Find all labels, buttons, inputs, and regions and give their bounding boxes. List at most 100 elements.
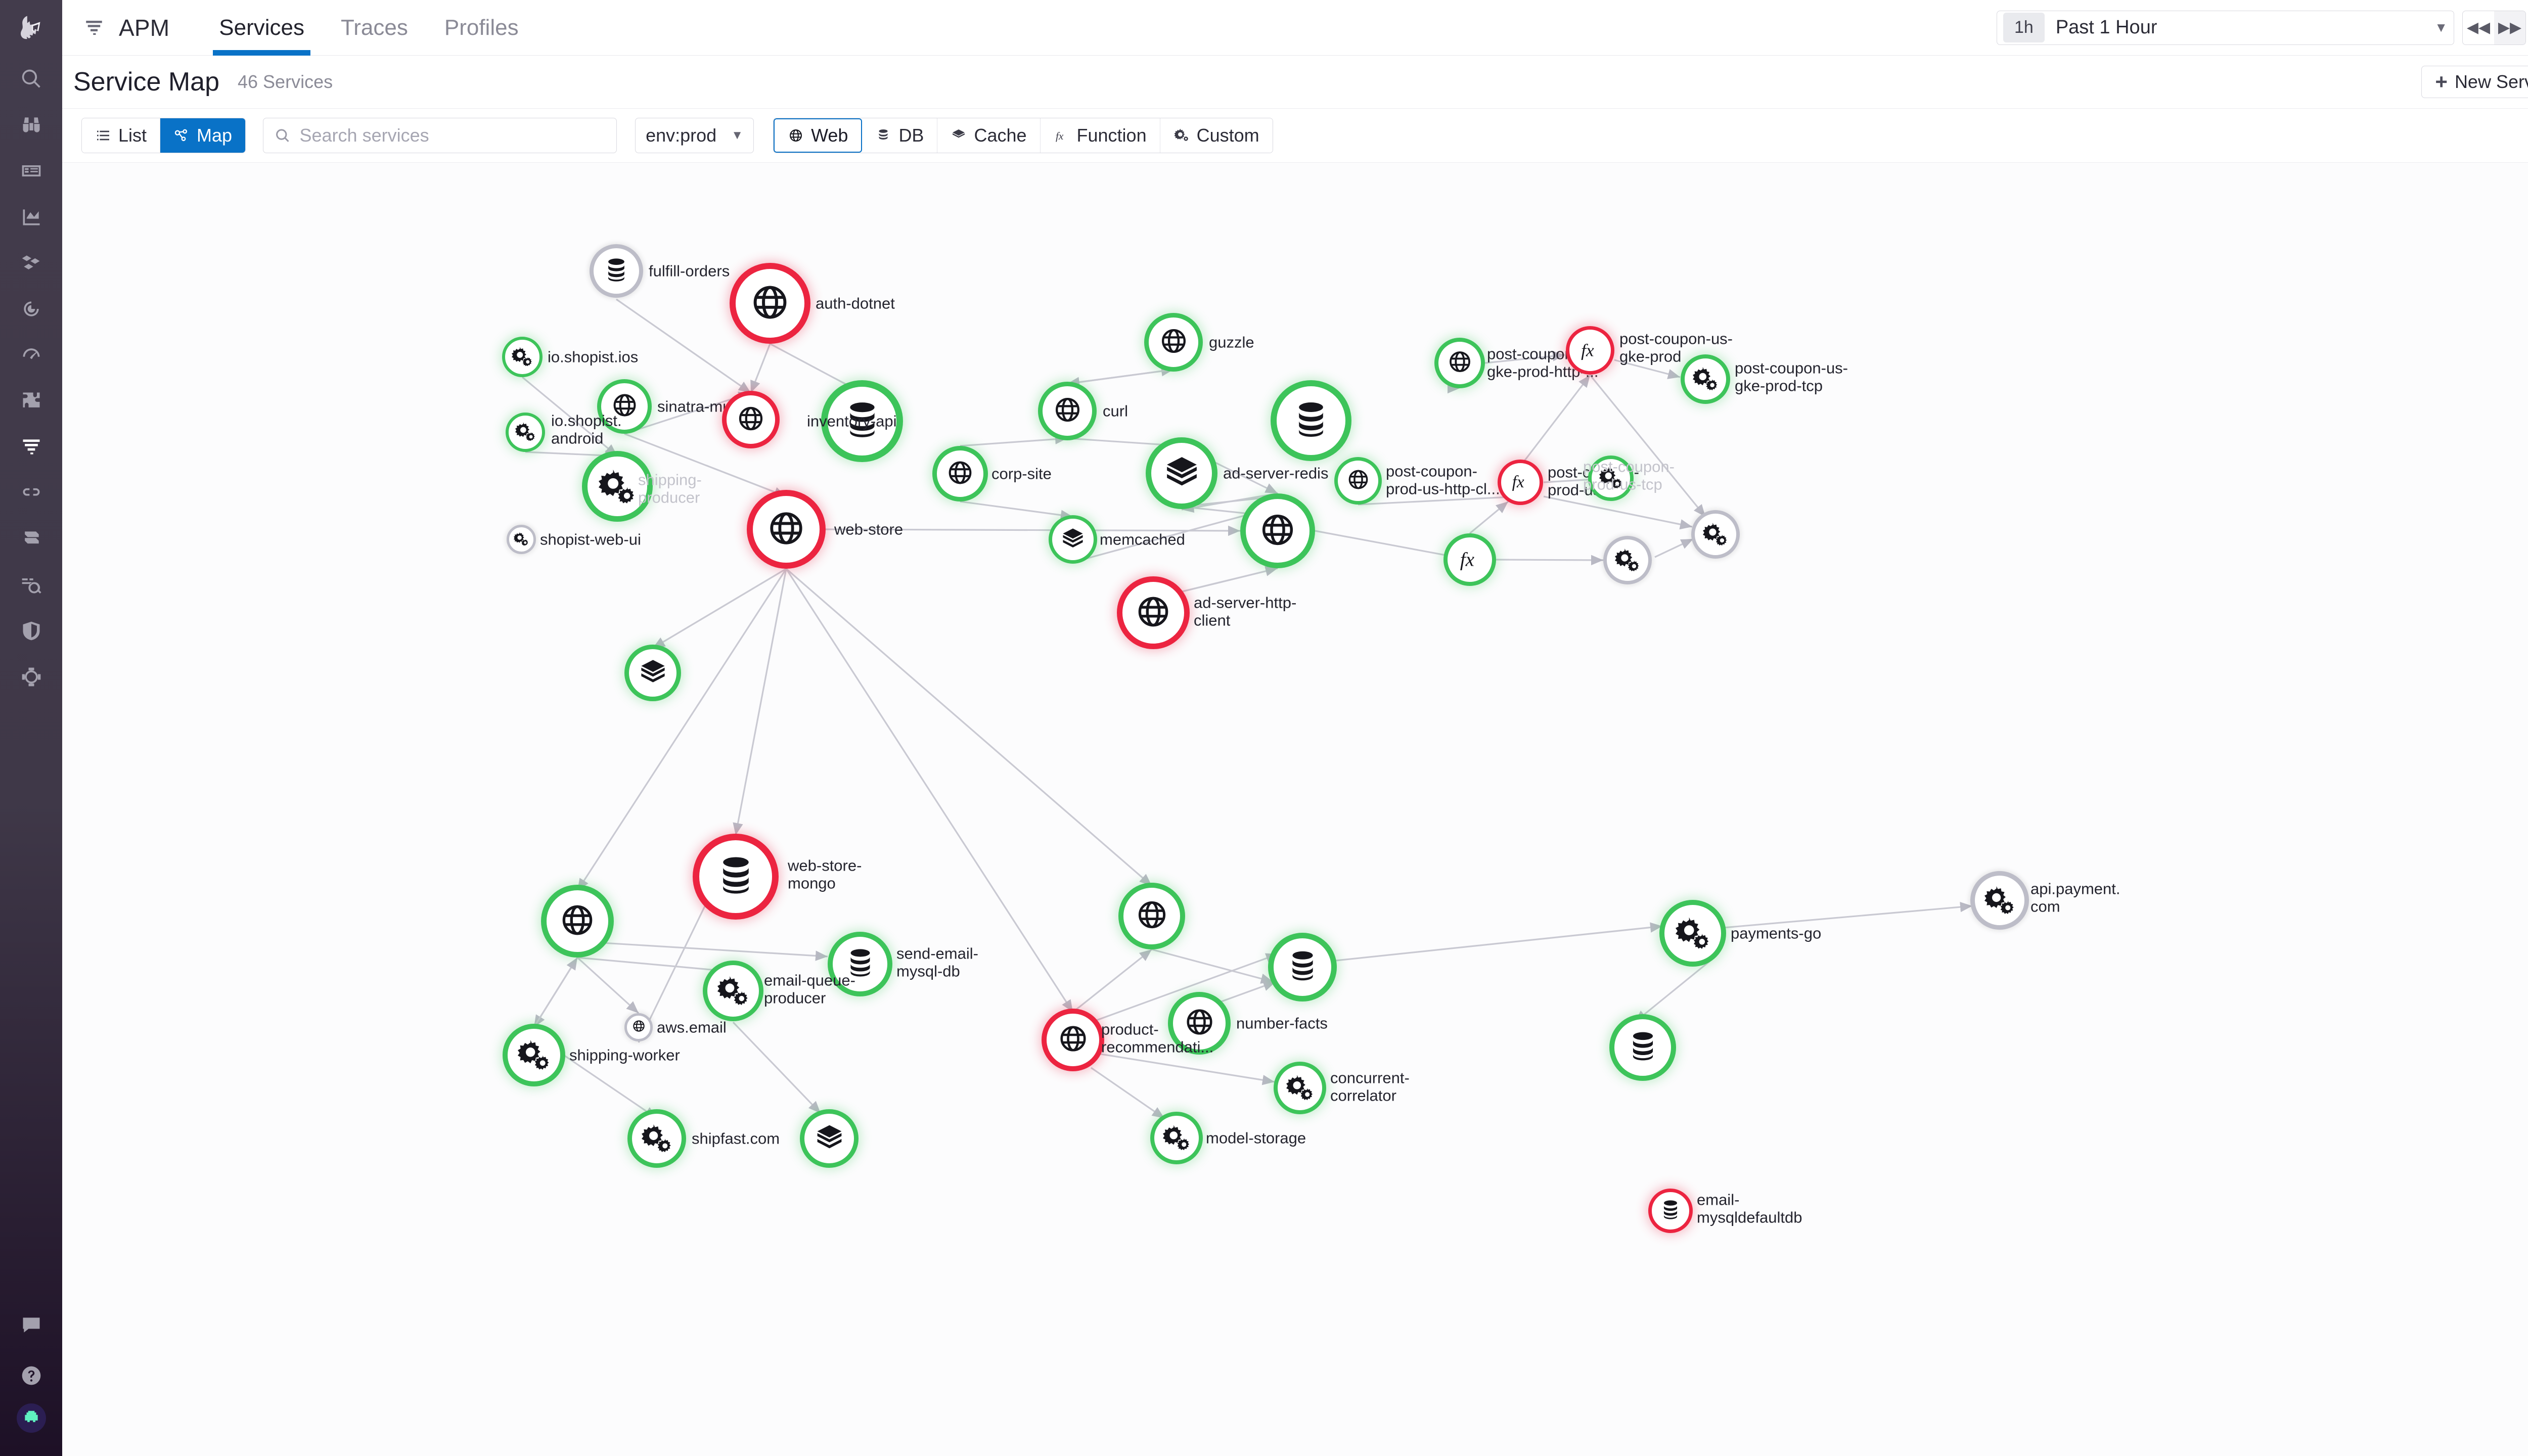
search-input[interactable] <box>299 125 606 146</box>
synthetics-icon[interactable] <box>0 562 62 608</box>
service-node-pc-us-gke-prod[interactable]: fx <box>1566 326 1614 375</box>
service-node-gear-node-a[interactable] <box>1603 536 1652 584</box>
search-services-box[interactable] <box>263 118 617 153</box>
service-edge <box>1091 953 1279 1023</box>
time-next-button[interactable]: ▶▶ <box>2494 11 2525 44</box>
service-edge <box>576 957 640 1014</box>
lambda-icon[interactable] <box>0 286 62 332</box>
help-icon[interactable] <box>0 1348 62 1403</box>
puzzle-icon[interactable] <box>0 378 62 424</box>
service-node-number-facts-db[interactable] <box>1268 933 1337 1002</box>
service-node-send-email-mysql-db[interactable] <box>828 932 892 996</box>
service-node-email-queue-producer[interactable] <box>703 961 763 1021</box>
service-node-web-store-api[interactable] <box>722 391 780 448</box>
globe-icon <box>1134 593 1172 633</box>
service-node-fx-node[interactable]: fx <box>1443 533 1496 586</box>
service-node-curl[interactable] <box>1038 382 1097 440</box>
chat-icon[interactable] <box>0 1302 62 1348</box>
new-service-label: New Service <box>2454 71 2528 92</box>
type-filter-db[interactable]: DB <box>862 118 938 153</box>
dashboard-icon[interactable] <box>0 148 62 194</box>
type-filter-cache[interactable]: Cache <box>937 118 1041 153</box>
globe-icon <box>1057 1022 1090 1058</box>
service-node-auth-dotnet[interactable] <box>730 263 810 344</box>
service-node-corp-site[interactable] <box>932 446 988 502</box>
globe-icon <box>1135 897 1169 935</box>
globe-icon <box>558 901 597 942</box>
service-edge <box>785 568 1153 887</box>
type-filter-function[interactable]: fx Function <box>1040 118 1160 153</box>
type-filter-web[interactable]: Web <box>774 118 863 153</box>
service-node-ad-server-redis[interactable] <box>1146 437 1217 509</box>
service-node-web-store-cache[interactable] <box>624 645 681 701</box>
service-edge <box>1654 538 1694 558</box>
service-node-payments-go[interactable] <box>1659 900 1726 967</box>
service-node-pc-prod-us-http[interactable] <box>1334 457 1382 505</box>
globe-icon <box>1158 326 1189 359</box>
service-node-product-recommendation[interactable] <box>1042 1009 1104 1071</box>
service-node-web-store[interactable] <box>747 490 826 569</box>
user-avatar[interactable] <box>16 1403 46 1433</box>
service-node-guzzle[interactable] <box>1144 313 1203 372</box>
service-node-model-storage[interactable] <box>1150 1112 1203 1164</box>
service-node-ad-server-redis-db[interactable] <box>1271 380 1351 461</box>
service-node-shipfast-cache[interactable] <box>800 1109 859 1168</box>
service-node-io-shopist-ios[interactable] <box>502 337 543 377</box>
search-icon[interactable] <box>0 56 62 102</box>
view-mode-toggle: List Map <box>81 118 246 153</box>
service-node-shipping-worker[interactable] <box>503 1024 565 1086</box>
service-node-pc-prod-us-tcp[interactable] <box>1588 456 1634 501</box>
link-icon[interactable] <box>0 470 62 516</box>
service-node-api-payment-com[interactable] <box>1970 871 2029 930</box>
function-icon: fx <box>1456 544 1484 575</box>
chevron-down-icon[interactable]: ▼ <box>2434 20 2448 35</box>
network-icon[interactable] <box>0 654 62 700</box>
type-filter-custom[interactable]: Custom <box>1160 118 1273 153</box>
service-node-memcached[interactable] <box>1049 515 1097 564</box>
service-node-inventory-api[interactable] <box>821 380 903 462</box>
service-node-sinatra-multivac[interactable] <box>597 379 652 434</box>
custom-icon <box>517 1037 551 1073</box>
service-node-number-facts[interactable] <box>1168 992 1231 1055</box>
logs-icon[interactable] <box>0 516 62 562</box>
view-mode-map-label: Map <box>197 125 233 146</box>
service-node-shipfast-com[interactable] <box>627 1109 686 1168</box>
gauge-icon[interactable] <box>0 332 62 378</box>
service-node-pc-prod-us[interactable]: fx <box>1498 460 1543 505</box>
service-node-ad-server[interactable] <box>1240 493 1315 568</box>
service-node-pc-us-gke-http[interactable] <box>1434 338 1485 388</box>
time-prev-button[interactable]: ◀◀ <box>2466 19 2491 36</box>
service-node-pc-us-gke-tcp[interactable] <box>1681 354 1730 404</box>
tab-traces[interactable]: Traces <box>341 15 408 40</box>
service-node-fulfill-orders[interactable] <box>590 244 643 298</box>
tab-profiles[interactable]: Profiles <box>444 15 519 40</box>
tab-services[interactable]: Services <box>201 0 323 56</box>
view-mode-map[interactable]: Map <box>160 118 246 153</box>
new-service-button[interactable]: + New Service <box>2421 66 2528 98</box>
view-mode-list[interactable]: List <box>82 118 161 153</box>
env-select[interactable]: env:prod ▼ <box>635 118 754 153</box>
chart-area-icon[interactable] <box>0 194 62 240</box>
service-node-shopist-web-ui[interactable] <box>507 525 536 554</box>
service-node-payments-mysql[interactable] <box>1609 1014 1676 1081</box>
service-node-ad-server-http-client[interactable] <box>1117 576 1190 649</box>
cubes-icon[interactable] <box>0 240 62 286</box>
binoculars-icon[interactable] <box>0 102 62 148</box>
service-node-email-mysqldefaultdb[interactable] <box>1648 1189 1693 1233</box>
db-icon <box>1659 1198 1682 1224</box>
service-node-web-store-mongo[interactable] <box>693 834 779 920</box>
apm-icon[interactable] <box>0 424 62 470</box>
service-node-io-shopist-android[interactable] <box>506 413 545 452</box>
service-node-concurrent-correlator[interactable] <box>1274 1062 1326 1114</box>
service-node-email-service[interactable] <box>541 885 614 958</box>
service-node-aws-email[interactable] <box>624 1013 653 1041</box>
service-node-pc-gear-right[interactable] <box>1691 510 1740 559</box>
datadog-logo[interactable] <box>0 0 62 56</box>
search-icon <box>276 129 289 142</box>
service-node-shipping-producer[interactable] <box>582 451 653 522</box>
time-range-picker[interactable]: 1h Past 1 Hour ▼ <box>1997 10 2454 45</box>
service-node-recommendation-web[interactable] <box>1118 883 1185 949</box>
function-icon: fx <box>1509 469 1532 495</box>
shield-icon[interactable] <box>0 608 62 654</box>
